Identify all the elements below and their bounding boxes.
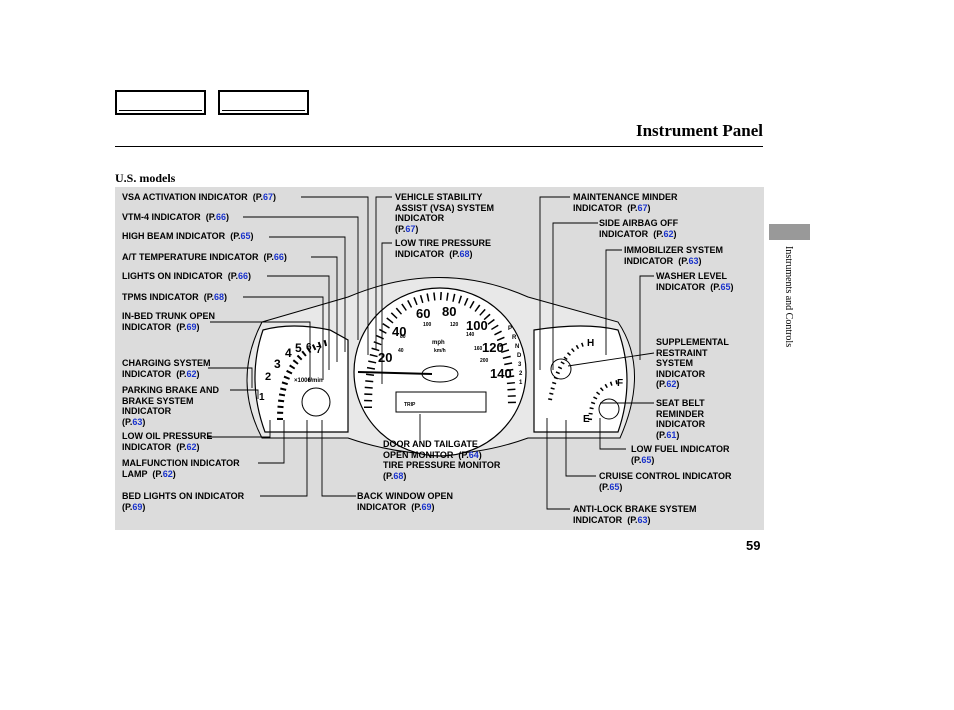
tach-num-6: 6 (306, 342, 312, 353)
tach-unit: r/min (308, 378, 323, 384)
callout-tpms: TPMS INDICATOR (P.68) (122, 292, 228, 302)
callout-vtm4: VTM-4 INDICATOR (P.66) (122, 212, 230, 222)
kmh-num-120: 120 (450, 322, 459, 328)
fuel-e: E (583, 414, 590, 425)
gear-3: 3 (518, 362, 522, 368)
gear-d: D (517, 353, 522, 359)
gear-r: R (512, 335, 517, 341)
speed-unit: mph (432, 340, 445, 346)
speed-num-20: 20 (378, 350, 392, 365)
odo-trip: TRIP (404, 402, 416, 408)
speed-num-100: 100 (466, 318, 488, 333)
kmh-num-140: 140 (466, 332, 475, 338)
speed-num-140: 140 (490, 366, 512, 381)
tach-num-2: 2 (265, 371, 271, 383)
callout-bed-lights-on: BED LIGHTS ON INDICATOR(P.69) (122, 491, 245, 512)
callout-at-temp: A/T TEMPERATURE INDICATOR (P.66) (122, 252, 287, 262)
callout-cruise-control: CRUISE CONTROL INDICATOR(P.65) (599, 471, 732, 492)
nav-button-contents[interactable] (115, 90, 206, 115)
fuel-f: F (617, 378, 623, 389)
tach-scale: ×1000 (294, 378, 312, 384)
kmh-num-200: 200 (480, 358, 489, 364)
callout-vsa-activation: VSA ACTIVATION INDICATOR (P.67) (122, 192, 277, 202)
tach-num-7: 7 (316, 345, 322, 356)
gear-1: 1 (519, 380, 523, 386)
section-label: Instruments and Controls (783, 246, 794, 348)
kmh-num-100: 100 (423, 322, 432, 328)
kmh-num-160: 160 (474, 346, 483, 352)
gear-2: 2 (519, 371, 523, 377)
tach-num-5: 5 (295, 341, 302, 355)
title-rule (115, 146, 763, 147)
gear-n: N (515, 344, 519, 350)
kmh-num-40: 40 (398, 348, 404, 354)
callout-lights-on: LIGHTS ON INDICATOR (P.66) (122, 271, 252, 281)
section-tab[interactable] (769, 224, 810, 240)
temp-h: H (587, 338, 594, 349)
gear-p: P (508, 326, 512, 332)
models-subtitle: U.S. models (115, 171, 176, 185)
kmh-unit: km/h (434, 348, 446, 354)
tach-num-1: 1 (259, 392, 265, 403)
nav-button-index[interactable] (218, 90, 309, 115)
callout-low-fuel: LOW FUEL INDICATOR(P.65) (631, 444, 730, 465)
tach-num-4: 4 (285, 346, 292, 360)
speed-num-120: 120 (482, 340, 504, 355)
speed-num-80: 80 (442, 304, 456, 319)
callout-high-beam: HIGH BEAM INDICATOR (P.65) (122, 231, 254, 241)
speed-num-60: 60 (416, 306, 430, 321)
speed-num-40: 40 (392, 324, 406, 339)
page-number: 59 (746, 538, 761, 553)
kmh-num-80: 80 (400, 334, 406, 340)
page-title: Instrument Panel (635, 121, 763, 140)
tach-num-3: 3 (274, 357, 281, 371)
